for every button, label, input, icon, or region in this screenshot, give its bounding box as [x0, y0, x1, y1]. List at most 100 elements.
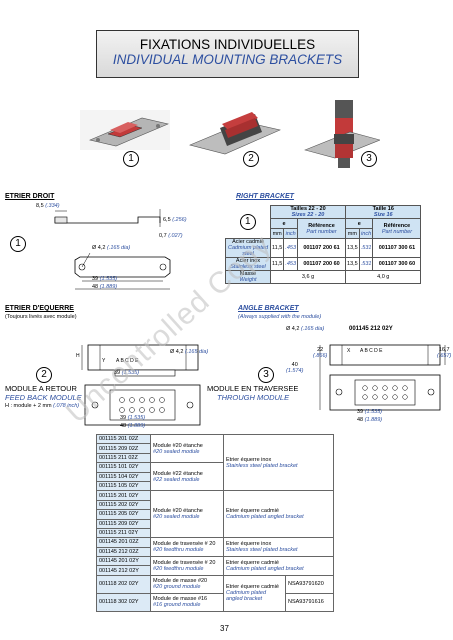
- through-part-number: 001145 212 02Y: [349, 326, 393, 332]
- photo-through-module: [304, 100, 380, 168]
- col-a-header: Tailles 22 - 20: [290, 206, 326, 212]
- feedback-h-note: H : module + 2 mm: [5, 403, 52, 409]
- mass-a: 3,6 g: [269, 270, 347, 284]
- through-39-in: (1.535): [364, 409, 383, 415]
- photo-straight-bracket: [80, 110, 170, 150]
- dim-39-in: (1.535): [99, 276, 118, 282]
- dim-39: 39: [92, 276, 99, 282]
- ref-pn: 001115 201 02Z: [96, 433, 151, 445]
- ref-pn: 001115 101 02Y: [96, 462, 151, 473]
- ref-pn: 001115 211 02Z: [96, 452, 151, 464]
- ref-br-en: Cadmium plated: [226, 590, 267, 597]
- photo-label-2: 2: [243, 151, 259, 167]
- through-22-in: (.866): [313, 353, 328, 359]
- ref-pn: 001115 209 02Y: [96, 518, 151, 529]
- angle-hole: Ø 4,2: [170, 349, 184, 355]
- ref-mod: Module de masse #16: [153, 596, 208, 603]
- row1-material: Acier inox: [235, 258, 261, 264]
- through-167: 16,7: [438, 347, 450, 353]
- angle-39-in: (1.535): [121, 370, 140, 376]
- ref-mod: Module de traversée # 20: [153, 559, 216, 566]
- row1-a-ref: 001107 200 60: [297, 257, 347, 271]
- dim-hole-in: (.165 dia): [106, 245, 131, 251]
- col-a-mm: mm: [269, 228, 285, 239]
- dim-48: 48: [92, 284, 99, 290]
- straight-drawing-num: 1: [10, 236, 26, 252]
- angle-note-en: (Always supplied with the module): [238, 314, 322, 320]
- photo-label-3: 3: [361, 151, 377, 167]
- ref-nsa: NSA93791620: [285, 574, 334, 594]
- ref-br-en: Stainless steel plated bracket: [226, 462, 298, 469]
- feedback-num: 2: [36, 367, 52, 383]
- through-40: 40: [291, 362, 298, 368]
- row0-material: Acier cadmié: [232, 239, 264, 245]
- col-a-header-en: Sizes 22 - 20: [291, 212, 325, 218]
- table-num: 1: [239, 213, 256, 230]
- ref-pn: 001115 211 02Y: [96, 527, 151, 539]
- col-b-ref: Référence: [383, 222, 411, 229]
- row0-b-in: .531: [358, 238, 374, 258]
- ref-mod-en: #20 ground module: [153, 584, 201, 591]
- col-b-ref-en: Part number: [381, 228, 413, 235]
- col-a-e: e: [269, 218, 299, 229]
- feedback-label-en: FEED BACK MODULE: [5, 393, 82, 402]
- ref-mod: Module #20 étanche: [153, 442, 203, 449]
- angle-hole-in: (.165 dia): [184, 349, 209, 355]
- ref-pn: 001145 201 02Z: [96, 537, 151, 548]
- ref-pn: 001145 212 02Y: [96, 565, 151, 576]
- through-label-fr: MODULE EN TRAVERSEE: [207, 384, 299, 393]
- ref-mod: Module de traversée # 20: [153, 541, 216, 548]
- row0-b-ref: 001107 300 61: [372, 238, 422, 258]
- angle-39: 39: [114, 370, 121, 376]
- table-row: 001145 212 02Y: [96, 565, 334, 576]
- through-48: 48: [357, 417, 364, 423]
- col-a-ref: Référence: [308, 222, 335, 229]
- through-22: 22: [317, 347, 324, 353]
- col-b-header-en: Size 16: [373, 212, 393, 218]
- ref-br-en2: angled bracket: [226, 596, 263, 603]
- feedback-h: H: [76, 353, 80, 359]
- dim-0-7: 0,7: [159, 233, 167, 239]
- dim-8-5: 8,5: [36, 203, 44, 209]
- photo-angle-bracket: [189, 112, 281, 155]
- page-subtitle: INDIVIDUAL MOUNTING BRACKETS: [112, 52, 343, 67]
- row0-b-mm: 13,5: [345, 238, 360, 258]
- angle-note-fr: (Toujours livrés avec module): [5, 314, 77, 320]
- ref-br: Etrier équerre inox: [226, 456, 272, 463]
- row1-material-en: Stainless steel: [230, 264, 266, 270]
- ref-pn: 001115 105 02Y: [96, 480, 151, 492]
- ref-br: Etrier équerre cadmié: [226, 584, 279, 591]
- row1-a-mm: 11,5: [269, 257, 285, 271]
- ref-mod-en: #20 feedthru module: [153, 565, 204, 572]
- product-photos: [80, 100, 380, 168]
- angle-48-in: (1.889): [127, 423, 146, 429]
- straight-heading-en: RIGHT BRACKET: [236, 193, 294, 200]
- straight-heading-fr: ETRIER DROIT: [5, 193, 55, 200]
- ref-pn: 001118 202 02Y: [96, 574, 151, 594]
- row0-a-in: .453: [283, 238, 299, 258]
- through-167-in: (.657): [437, 353, 452, 359]
- dim-8-5-in: (.334): [45, 203, 60, 209]
- col-b-header: Taille 16: [372, 206, 394, 212]
- ref-mod: Module #20 étanche: [153, 508, 203, 515]
- angle-39b-in: (1.535): [127, 415, 146, 421]
- ref-mod-en: #22 sealed module: [153, 476, 200, 483]
- through-label-en: THROUGH MODULE: [217, 393, 290, 402]
- through-num: 3: [258, 367, 274, 383]
- photo-label-1: 1: [123, 151, 139, 167]
- through-hole-in: (.165 dia): [300, 326, 325, 332]
- mass-b: 4,0 g: [345, 270, 422, 284]
- ref-br: Etrier équerre cadmié: [226, 559, 279, 566]
- row1-b-ref: 001107 300 60: [372, 257, 422, 271]
- ref-br-en: Stainless steel plated bracket: [226, 547, 298, 554]
- ref-mod-en: #20 sealed module: [153, 448, 200, 455]
- through-39: 39: [357, 409, 364, 415]
